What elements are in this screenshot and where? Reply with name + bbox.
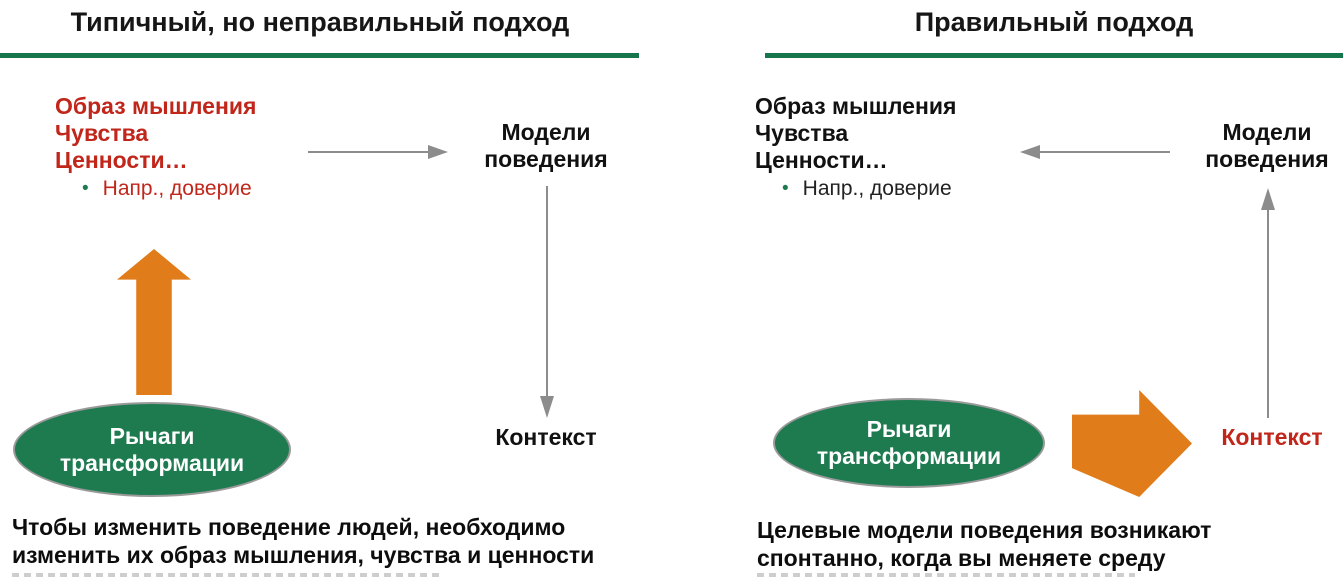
behavior-line: Модели xyxy=(501,119,591,145)
right-caption: Целевые модели поведения возникают спонт… xyxy=(757,516,1211,572)
right-mindset-bullet-item: • Напр., доверие xyxy=(782,177,952,201)
levers-line: Рычаги xyxy=(866,416,952,442)
right-levers-ellipse: Рычаги трансформации xyxy=(773,398,1045,488)
caption-line: изменить их образ мышления, чувства и це… xyxy=(12,542,595,568)
mindset-line: Чувства xyxy=(755,120,849,146)
left-title-rule xyxy=(0,53,639,58)
mindset-line: Ценности… xyxy=(55,147,188,173)
right-title-rule xyxy=(765,53,1343,58)
bullet-text: Напр., доверие xyxy=(102,177,252,200)
right-panel-title: Правильный подход xyxy=(914,7,1194,37)
bullet-dot-icon: • xyxy=(782,178,789,199)
right-behavior-label: Модели поведения xyxy=(1182,119,1343,173)
bullet-dot-icon: • xyxy=(82,178,89,199)
levers-line: трансформации xyxy=(59,449,245,476)
mindset-line: Чувства xyxy=(55,120,149,146)
caption-line: спонтанно, когда вы меняете среду xyxy=(757,545,1166,571)
levers-line: трансформации xyxy=(816,443,1002,469)
behavior-line: Модели xyxy=(1222,119,1312,145)
caption-line: Чтобы изменить поведение людей, необходи… xyxy=(12,514,566,540)
left-panel-title: Типичный, но неправильный подход xyxy=(70,7,570,37)
arrow-left-icon xyxy=(1020,145,1170,159)
caption-line: Целевые модели поведения возникают xyxy=(757,517,1212,543)
arrow-down-icon xyxy=(540,186,554,418)
mindset-line: Ценности… xyxy=(755,147,888,173)
levers-line: Рычаги xyxy=(109,422,195,449)
left-panel: Типичный, но неправильный подход Образ м… xyxy=(0,0,671,578)
mindset-line: Образ мышления xyxy=(55,93,257,119)
cropped-text-edge xyxy=(757,573,1135,577)
block-arrow-right xyxy=(1072,390,1192,497)
bullet-text: Напр., доверие xyxy=(802,177,952,200)
left-mindset-bullet-item: • Напр., доверие xyxy=(82,177,252,201)
right-panel: Правильный подход Образ мышления Чувства… xyxy=(671,0,1343,578)
block-arrow-up xyxy=(117,249,191,395)
arrow-up-icon xyxy=(1261,188,1275,418)
cropped-text-edge xyxy=(12,573,442,577)
left-mindset-text: Образ мышления Чувства Ценности… xyxy=(55,93,256,174)
left-behavior-label: Модели поведения xyxy=(461,119,631,173)
mindset-line: Образ мышления xyxy=(755,93,957,119)
behavior-line: поведения xyxy=(484,146,608,172)
behavior-line: поведения xyxy=(1205,146,1329,172)
left-context-label: Контекст xyxy=(495,424,597,450)
left-levers-ellipse: Рычаги трансформации xyxy=(13,402,291,497)
right-mindset-text: Образ мышления Чувства Ценности… xyxy=(755,93,956,174)
arrow-right-icon xyxy=(308,145,448,159)
right-context-label: Контекст xyxy=(1221,424,1323,450)
left-caption: Чтобы изменить поведение людей, необходи… xyxy=(12,513,594,569)
